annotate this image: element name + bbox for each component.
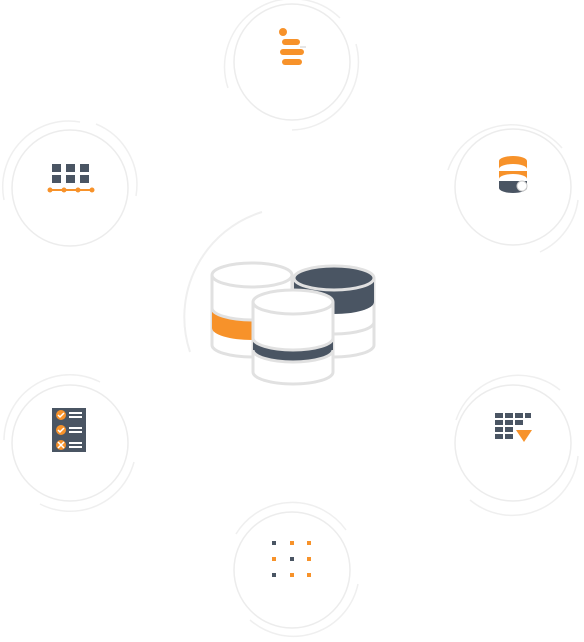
node-top-right <box>447 124 579 253</box>
node-bottom-right <box>454 374 579 517</box>
node-top-left <box>1 120 138 247</box>
database-icon <box>499 156 528 193</box>
cylinder-front <box>251 288 335 386</box>
node-bottom <box>233 501 359 638</box>
data-pipeline-icon <box>279 28 306 65</box>
database-cluster-icon <box>210 261 376 386</box>
grid-connectors-icon <box>47 164 95 193</box>
table-filter-icon <box>495 413 532 442</box>
dot-matrix-icon <box>272 541 311 577</box>
checklist-icon <box>52 408 86 452</box>
node-top <box>223 0 360 131</box>
center-arc <box>183 211 263 353</box>
node-bottom-left <box>3 374 135 513</box>
